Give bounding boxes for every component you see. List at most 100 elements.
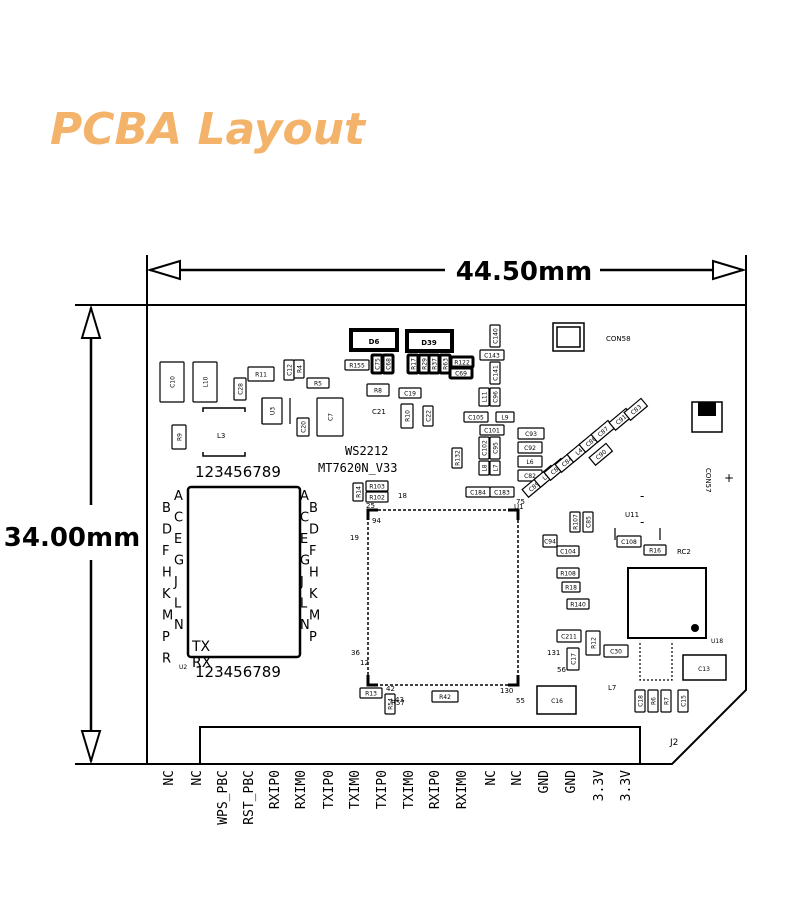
pin-label: NC [162,770,177,786]
svg-text:C7: C7 [328,413,335,421]
pin-label: TXIP0 [322,770,337,809]
diode-d6: D6 [349,328,399,352]
component-c211: C211 [556,629,582,643]
module-letter: E [174,532,182,547]
component-c68: C68 [381,353,395,375]
component-l7a: L7 [489,460,501,476]
module-letter: H [162,566,172,581]
pin-label: WPS_PBC [216,770,231,825]
component-r18: R18 [561,581,581,593]
component-r14: R14 [352,482,364,502]
label-u1: U1 [514,503,524,511]
component-c19: C19 [398,387,422,399]
svg-text:R5: R5 [314,381,322,388]
component-r102: R102 [365,491,389,503]
svg-text:C143: C143 [484,353,500,360]
svg-text:R132: R132 [455,450,462,466]
svg-text:C16: C16 [551,698,563,705]
pin-label: 3.3V [619,770,634,801]
label-pin94: 94 [372,517,381,525]
module-letter: L [300,597,308,612]
pin-label: RXIM0 [294,770,309,809]
module-letter: M [162,609,173,624]
svg-text:R102: R102 [369,495,385,502]
module-letter: H [309,566,319,581]
component-c93: C93 [517,427,545,440]
svg-text:L10: L10 [203,376,210,387]
svg-text:R122: R122 [454,360,470,367]
component-c15: C15 [677,689,689,713]
svg-text:C102: C102 [482,440,489,456]
page-title: PCBA Layout [50,104,366,155]
component-c75: C75 [370,353,384,375]
component-c17: C17 [566,647,580,671]
svg-text:C141: C141 [493,365,500,381]
svg-text:C68: C68 [386,358,393,370]
svg-text:R11: R11 [255,372,267,379]
ic-c13: C13 [682,654,727,681]
component-c10: C10 [159,361,185,403]
component-c94: C94 [542,534,558,548]
component-c184: C184 [465,486,491,498]
svg-text:L4: L4 [574,447,584,457]
pin-label: GND [564,770,579,794]
svg-text:R18: R18 [565,585,577,592]
connector-j2 [199,726,641,765]
svg-text:C108: C108 [621,539,637,546]
svg-text:R10: R10 [405,410,412,422]
module-letter: M [309,609,320,624]
svg-text:C85: C85 [586,516,593,528]
svg-text:R108: R108 [560,571,576,578]
component-r12: R12 [585,630,601,656]
component-c69: C69 [448,366,474,380]
connector-con58: CON58 [552,322,631,352]
svg-text:L6: L6 [526,459,533,466]
label-c21: C21 [372,408,386,416]
component-r5: R5 [306,377,330,389]
svg-text:C22: C22 [426,410,433,422]
pin-label: RXIM0 [455,770,470,809]
svg-text:C96: C96 [493,391,500,403]
svg-text:R103: R103 [369,484,385,491]
module-letter: D [162,523,172,538]
svg-text:C211: C211 [561,634,577,641]
j2-label: J2 [669,738,678,748]
svg-text:R9: R9 [177,433,184,441]
component-c105: C105 [463,411,489,423]
component-l8: L8 [478,460,490,476]
component-c22: C22 [422,405,434,427]
component-c12: C12 [283,359,295,381]
component-r37: R37 [427,353,441,375]
svg-text:R107: R107 [573,514,580,530]
svg-text:+: + [724,471,734,485]
component-r122: R122 [449,355,475,369]
component-r10: R10 [400,403,414,429]
module-letter: K [309,587,318,602]
module-letter: R [162,652,171,667]
label-pin12: 12 [360,659,369,667]
module-letter: P [162,630,170,645]
svg-text:CON58: CON58 [606,335,631,343]
module-letter: N [174,618,184,633]
module-letter: J [173,575,178,590]
pin-label: NC [484,770,499,786]
width-label: 44.50mm [456,257,592,287]
diode-d39: D39 [405,329,454,353]
pin-label: NC [190,770,205,786]
component-c95: C95 [489,436,501,460]
svg-text:R16: R16 [649,548,661,555]
svg-text:C92: C92 [524,445,536,452]
svg-text:C140: C140 [493,328,500,344]
svg-text:C183: C183 [494,490,510,497]
label-pin42: 42 [386,685,395,693]
svg-text:R6: R6 [651,697,658,705]
label-pin75: 75 [516,498,525,506]
svg-text:C94: C94 [544,539,556,546]
component-r108: R108 [556,567,580,579]
component-c140: C140 [489,324,501,348]
connector-con57: CON57 + - - [640,401,734,529]
component-r132: R132 [451,447,463,469]
component-r6: R6 [647,689,659,713]
svg-text:C15: C15 [681,695,688,707]
